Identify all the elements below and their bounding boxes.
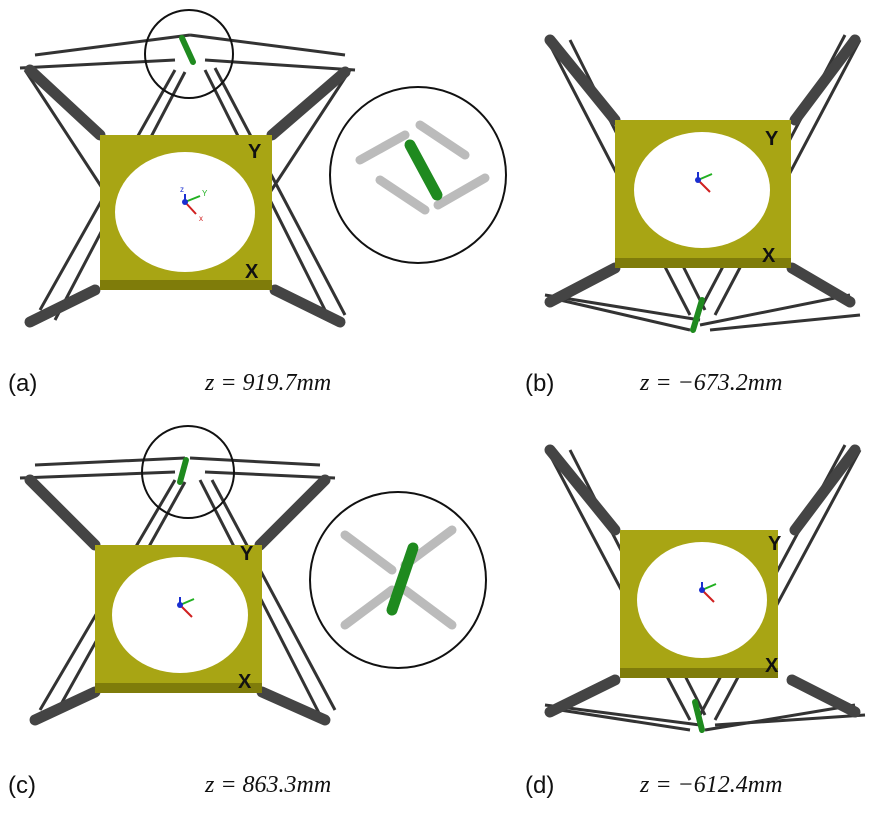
caption-z-b: z = −673.2mm bbox=[640, 370, 783, 396]
caption-z-c: z = 863.3mm bbox=[205, 772, 332, 798]
svg-text:Y: Y bbox=[765, 128, 779, 150]
panel-c: Y X bbox=[0, 410, 894, 815]
frame-a bbox=[100, 135, 272, 290]
svg-text:X: X bbox=[762, 245, 776, 267]
end-effector-a bbox=[179, 35, 196, 65]
svg-text:Y: Y bbox=[240, 543, 254, 565]
robot-diagram-b: Y X bbox=[544, 34, 862, 333]
magnifier-circle-a bbox=[144, 9, 234, 99]
svg-text:x: x bbox=[199, 214, 203, 223]
svg-text:Y: Y bbox=[768, 533, 782, 555]
svg-text:X: X bbox=[765, 655, 779, 677]
arms-a bbox=[24, 64, 351, 328]
caption-letter-a: (a) bbox=[8, 370, 38, 397]
caption-z-a: z = 919.7mm bbox=[205, 370, 332, 396]
caption-letter-d: (d) bbox=[525, 772, 555, 799]
inset-a bbox=[329, 86, 507, 264]
svg-text:X: X bbox=[238, 671, 252, 693]
x-marker-a: X bbox=[245, 261, 259, 283]
caption-z-d: z = −612.4mm bbox=[640, 772, 783, 798]
robot-diagram-c: Y X bbox=[19, 425, 866, 733]
caption-letter-c: (c) bbox=[8, 772, 36, 799]
panel-a: Y X z Y x bbox=[8, 9, 862, 397]
y-marker-a: Y bbox=[248, 141, 262, 163]
axis-triad-a: z Y x bbox=[180, 185, 208, 223]
robot-diagram-d: Y X bbox=[544, 444, 866, 733]
caption-letter-b: (b) bbox=[525, 370, 555, 397]
robot-diagram-a: Y X z Y x bbox=[19, 9, 862, 333]
svg-text:z: z bbox=[180, 185, 184, 194]
svg-text:Y: Y bbox=[202, 189, 208, 198]
